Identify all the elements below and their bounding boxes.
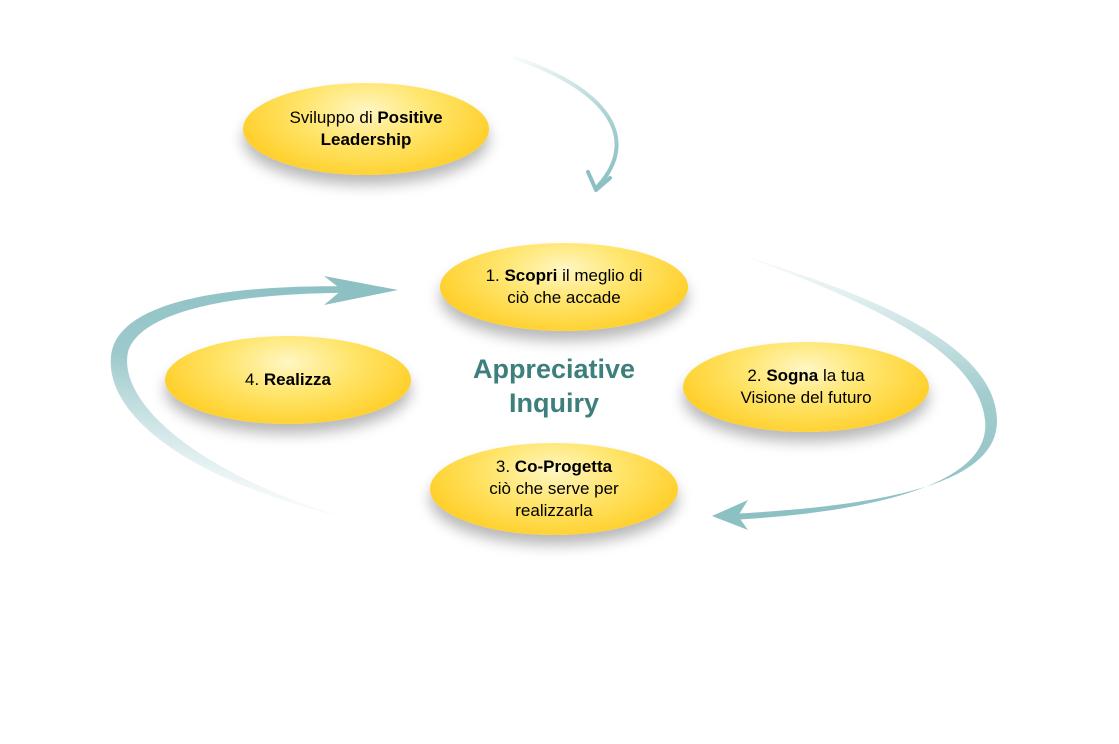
diagram-title: Appreciative Inquiry — [472, 354, 636, 418]
step-1-label: 1. Scopri il meglio di ciò che accade — [485, 266, 643, 307]
cycle-arrowhead-left — [324, 276, 398, 305]
step-2-label: 2. Sogna la tua Visione del futuro — [740, 366, 872, 407]
positive-leadership-node: Sviluppo di Positive Leadership — [243, 83, 489, 175]
step-4-label: 4. Realizza — [245, 370, 331, 389]
step-1-node: 1. Scopri il meglio di ciò che accade — [440, 243, 688, 331]
step-3-label: 3. Co-Progetta ciò che serve per realizz… — [489, 457, 619, 520]
entry-arrowhead — [586, 170, 612, 192]
step-3-node: 3. Co-Progetta ciò che serve per realizz… — [430, 443, 678, 535]
cycle-arrowhead-right — [712, 500, 748, 530]
step-2-node: 2. Sogna la tua Visione del futuro — [683, 342, 929, 432]
step-4-node: 4. Realizza — [165, 336, 411, 424]
entry-arrow — [513, 56, 619, 188]
positive-leadership-label: Sviluppo di Positive Leadership — [289, 108, 443, 149]
